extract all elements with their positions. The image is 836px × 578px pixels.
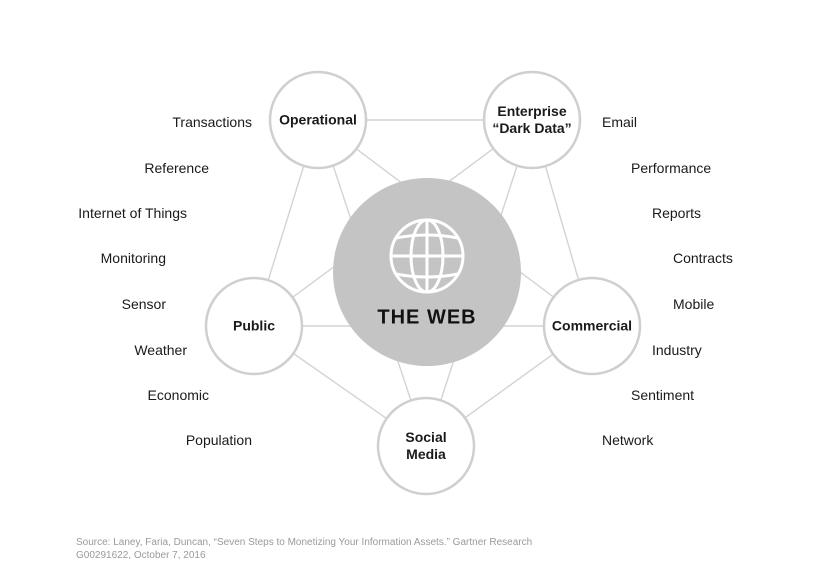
right-label-industry: Industry <box>652 342 702 358</box>
left-label-monitoring: Monitoring <box>100 250 166 266</box>
node-label-operational: Operational <box>279 112 357 129</box>
node-public <box>204 276 304 376</box>
social-line1: Social <box>405 429 447 445</box>
node-label-public: Public <box>233 318 275 335</box>
node-label-enterprise: Enterprise “Dark Data” <box>492 103 571 137</box>
operational-text: Operational <box>279 111 357 128</box>
node-commercial <box>542 276 642 376</box>
right-label-performance: Performance <box>631 160 712 176</box>
node-label-commercial: Commercial <box>552 318 632 335</box>
left-label-reference: Reference <box>144 160 209 176</box>
right-label-email: Email <box>602 114 638 130</box>
node-operational <box>268 70 368 170</box>
left-label-weather: Weather <box>134 342 187 358</box>
left-label-sensor: Sensor <box>121 296 166 312</box>
social-line2: Media <box>406 446 446 462</box>
node-social-media <box>376 396 476 496</box>
globe-icon <box>389 218 465 294</box>
public-text: Public <box>232 317 276 334</box>
right-label-network: Network <box>602 432 654 448</box>
center-title: THE WEB <box>377 306 477 329</box>
right-label-mobile: Mobile <box>673 296 715 312</box>
right-label-reports: Reports <box>652 205 702 221</box>
source-citation: Source: Laney, Faria, Duncan, “Seven Ste… <box>76 537 533 561</box>
left-label-population: Population <box>185 432 252 448</box>
left-label-economic: Economic <box>147 387 209 403</box>
node-enterprise <box>482 70 582 170</box>
node-label-social-media: Social Media <box>405 429 446 463</box>
left-label-transactions: Transactions <box>172 114 252 130</box>
right-label-contracts: Contracts <box>673 250 733 266</box>
enterprise-line2: “Dark Data” <box>492 120 572 136</box>
enterprise-line1: Enterprise <box>497 103 567 119</box>
commercial-text: Commercial <box>551 317 633 334</box>
outer-nodes <box>204 70 642 496</box>
right-label-sentiment: Sentiment <box>631 387 695 403</box>
left-label-internet-of-things: Internet of Things <box>78 205 187 221</box>
